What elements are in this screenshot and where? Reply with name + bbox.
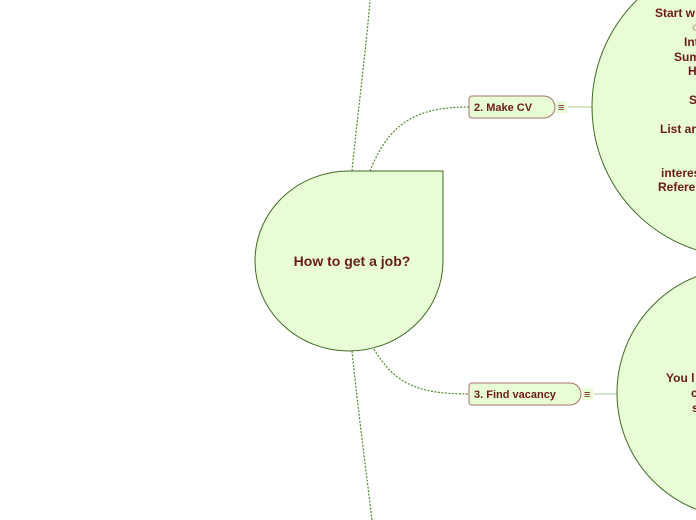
connector-bottom xyxy=(351,350,373,520)
note-line: Refere xyxy=(658,180,696,194)
menu-lines-icon[interactable]: ≡ xyxy=(558,102,564,114)
note-line: You l xyxy=(666,371,694,385)
branch-label-make-cv: 2. Make CV xyxy=(474,102,533,114)
note-bubble-make-cv[interactable] xyxy=(591,0,696,257)
note-bubble-find-vacancy[interactable] xyxy=(616,268,696,518)
branch-node-make-cv[interactable] xyxy=(468,95,556,119)
note-line: H xyxy=(688,64,696,78)
connector-top xyxy=(351,0,371,172)
note-line: S xyxy=(689,93,696,107)
note-line: List ar xyxy=(660,122,696,136)
branch-label-find-vacancy: 3. Find vacancy xyxy=(474,389,557,401)
note-line: Start w xyxy=(655,6,696,20)
note-line: c xyxy=(691,386,696,400)
connector-make-cv xyxy=(369,106,470,172)
central-node-label: How to get a job? xyxy=(294,253,411,269)
menu-lines-icon[interactable]: ≡ xyxy=(584,389,590,401)
connector-find-vacancy xyxy=(373,348,470,395)
note-line: Int xyxy=(684,35,696,49)
note-line: s xyxy=(692,401,696,415)
branch-node-find-vacancy[interactable] xyxy=(468,382,582,406)
notes-button[interactable] xyxy=(582,388,593,400)
notes-button[interactable] xyxy=(556,101,567,113)
note-line: interes xyxy=(661,166,696,180)
central-node[interactable] xyxy=(254,170,444,352)
note-line: Sum xyxy=(674,50,696,64)
note-line: c xyxy=(692,20,696,34)
